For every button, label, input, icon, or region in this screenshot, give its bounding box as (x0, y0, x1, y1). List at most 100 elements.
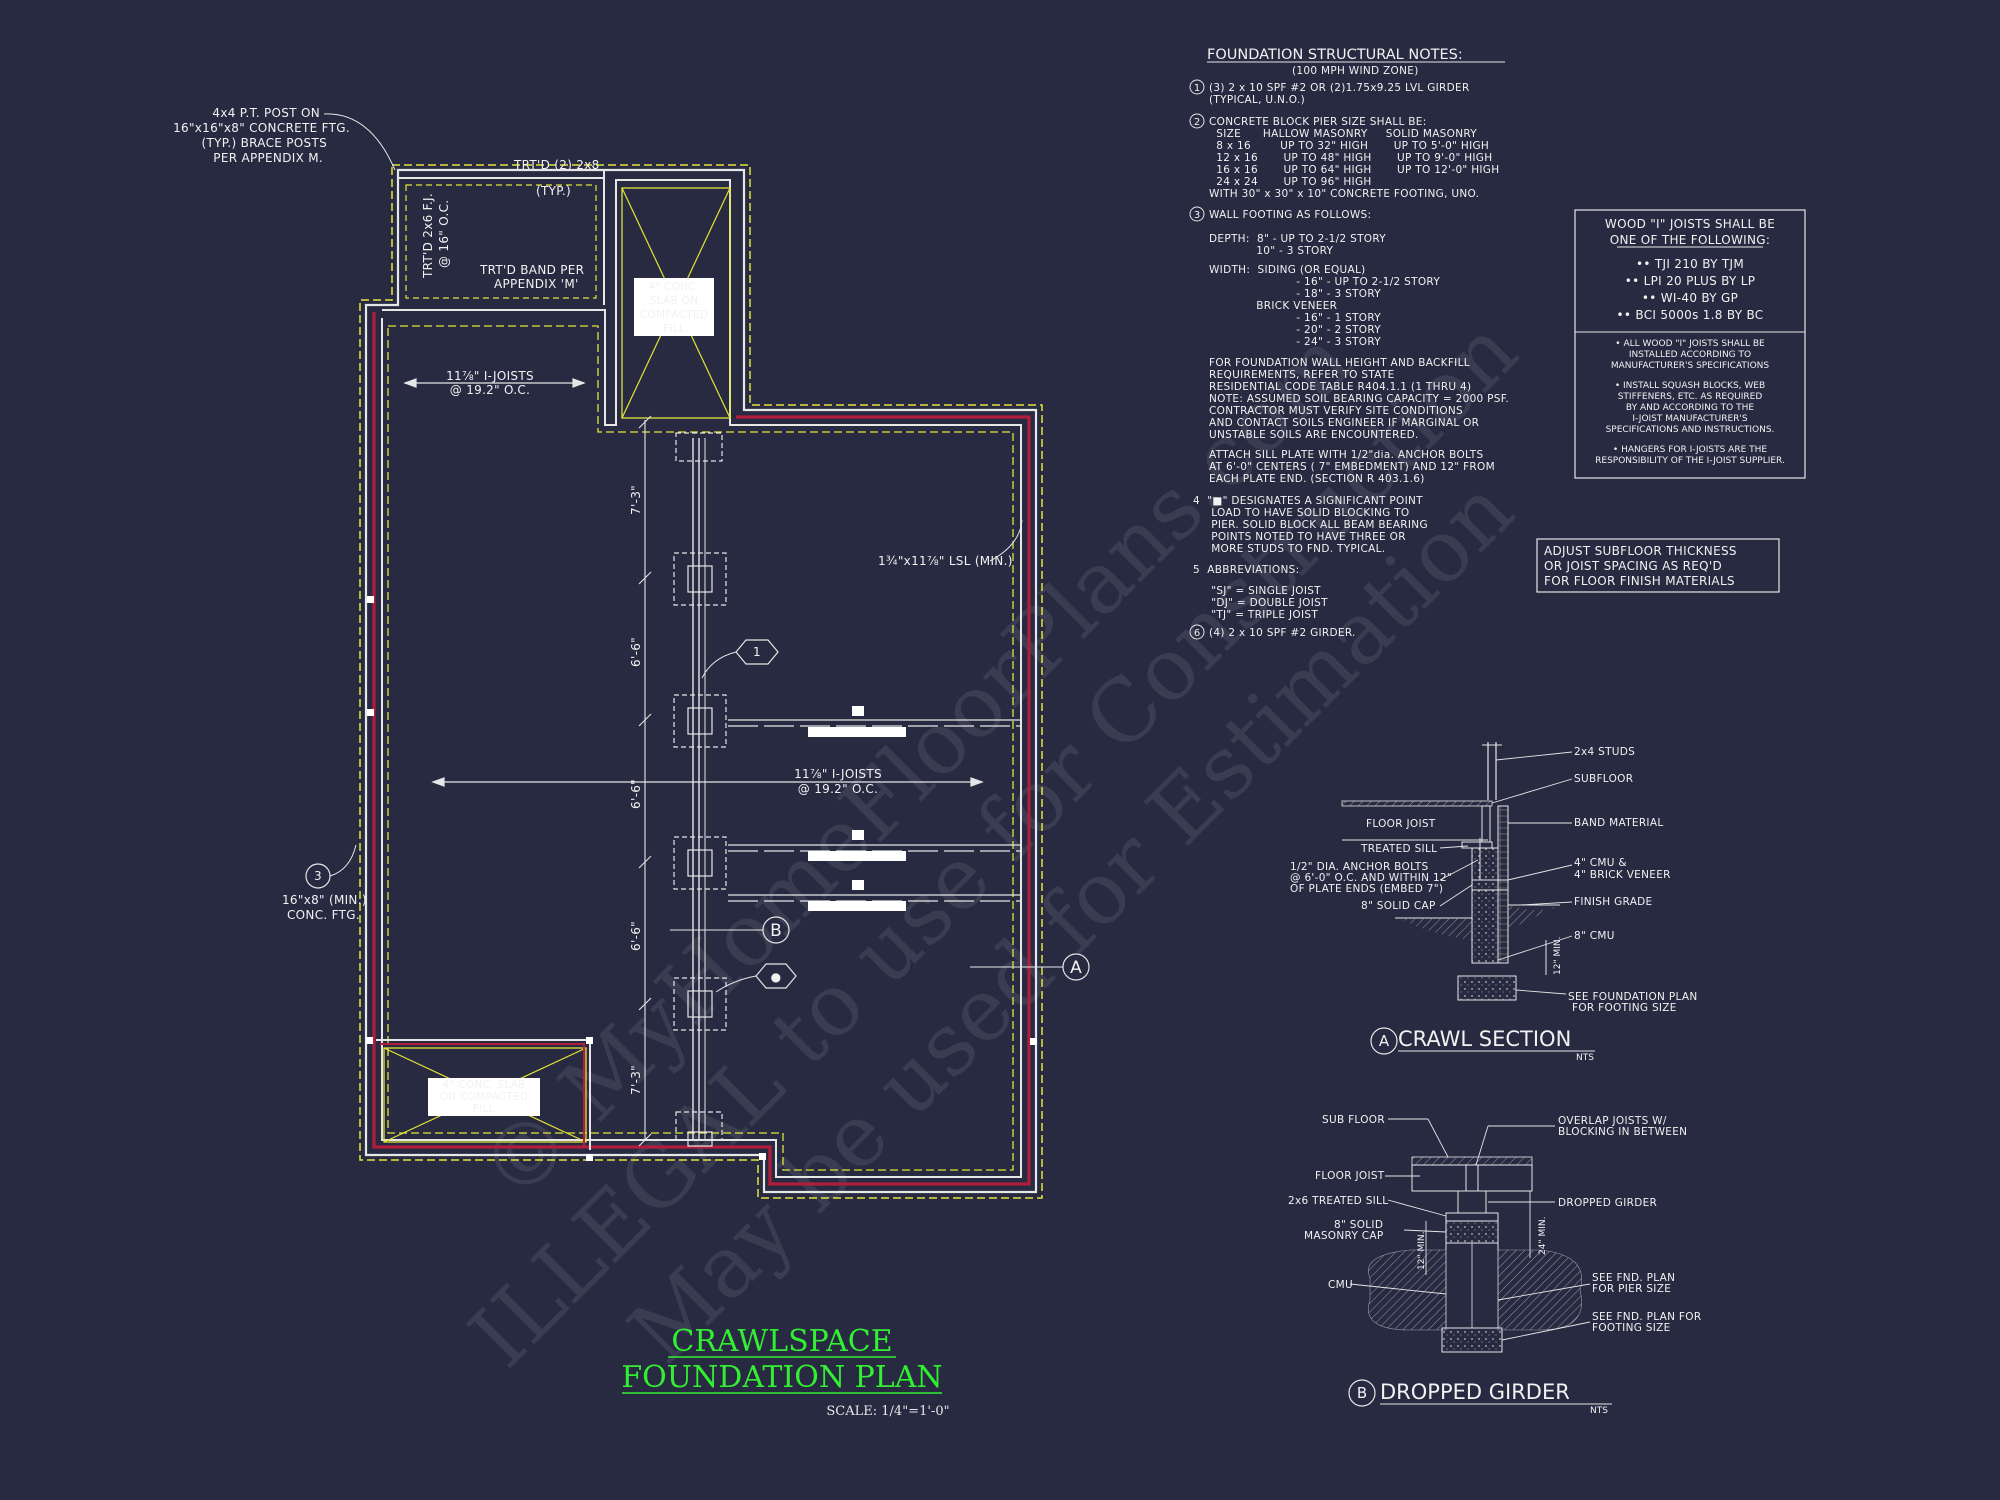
slab-note-lower-3: FILL (473, 1103, 495, 1115)
girder-title: DROPPED GIRDER (1380, 1380, 1570, 1404)
joist-option: •• LPI 20 PLUS BY LP (1625, 274, 1756, 288)
joist-note: INSTALLED ACCORDING TO (1629, 350, 1751, 360)
note-3-line: - 24" - 3 STORY (1209, 336, 1381, 348)
lower-slab-note-box (428, 1078, 540, 1116)
girder-treated-sill: 2x6 TREATED SILL (1288, 1195, 1388, 1207)
trtd-2x6-label: TRT'D 2x6 F.J. (421, 193, 435, 279)
note-3-line: - 16" - 1 STORY (1209, 312, 1381, 324)
note-3-line: 10" - 3 STORY (1209, 245, 1334, 257)
crawl-floor-joist: FLOOR JOIST (1366, 818, 1436, 830)
crawl-cmu8: 8" CMU (1574, 930, 1615, 942)
joist-main-line-2: @ 19.2" O.C. (798, 782, 878, 796)
crawl-see-plan-1: SEE FOUNDATION PLAN (1568, 991, 1698, 1003)
note-3-line: DEPTH: 8" - UP TO 2-1/2 STORY (1209, 233, 1386, 245)
dim-label-1: 7'-3" (629, 485, 643, 515)
note-3-num: 3 (1194, 210, 1200, 221)
lower-slab-room (383, 1047, 587, 1143)
note-3-line: - 18" - 3 STORY (1209, 288, 1381, 300)
lsl-label: 1¾"x11⅞" LSL (MIN.) (878, 554, 1013, 568)
dim-label-4: 6'-6" (629, 921, 643, 951)
porch-outline (397, 170, 605, 305)
tag-a-label: A (1070, 958, 1082, 978)
title-line-2: FOUNDATION PLAN (621, 1360, 942, 1395)
note-3-line: AND CONTACT SOILS ENGINEER IF MARGINAL O… (1209, 417, 1479, 429)
girder-cmu: CMU (1328, 1279, 1353, 1291)
joist-note: • ALL WOOD "I" JOISTS SHALL BE (1615, 339, 1765, 349)
footing-outline-inner (387, 325, 1014, 1171)
porch-footing (405, 184, 597, 299)
note-1-line-1: (3) 2 x 10 SPF #2 OR (2)1.75x9.25 LVL GI… (1209, 82, 1470, 94)
title-line-1: CRAWLSPACE (671, 1324, 892, 1359)
tag-3-label: 3 (314, 869, 322, 883)
note-2-line-4: 12 x 16 UP TO 48" HIGH UP TO 9'-0" HIGH (1209, 152, 1492, 164)
upper-slab-room (621, 187, 731, 419)
note-2-num: 2 (1194, 117, 1200, 128)
subfloor-line-1: ADJUST SUBFLOOR THICKNESS (1544, 544, 1737, 558)
note-3-line: EACH PLATE END. (SECTION R 403.1.6) (1209, 473, 1425, 485)
girder-overlap-2: BLOCKING IN BETWEEN (1558, 1126, 1687, 1138)
wall-inner-line (381, 179, 1022, 1178)
slab-note-upper-2: SLAB ON (650, 295, 699, 307)
note-3-line: UNSTABLE SOILS ARE ENCOUNTERED. (1209, 429, 1419, 441)
note-3-line: WALL FOOTING AS FOLLOWS: (1209, 209, 1371, 221)
dim-label-3: 6'-6" (629, 779, 643, 809)
joist-arrow-upper (403, 378, 586, 388)
note-1-line-2: (TYPICAL, U.N.O.) (1209, 94, 1305, 106)
note-3-line: ATTACH SILL PLATE WITH 1/2"dia. ANCHOR B… (1209, 449, 1483, 461)
crawl-title: CRAWL SECTION (1398, 1027, 1571, 1051)
note-3-line: REQUIREMENTS, REFER TO STATE (1209, 369, 1395, 381)
joist-note: RESPONSIBILITY OF THE I-JOIST SUPPLIER. (1595, 456, 1785, 466)
joist-arrow-main (431, 777, 984, 787)
note-3-line: - 20" - 2 STORY (1209, 324, 1381, 336)
tag-bullet-label: ● (771, 970, 782, 984)
note-3-line: FOR FOUNDATION WALL HEIGHT AND BACKFILL (1209, 357, 1470, 369)
point-loads (366, 596, 1037, 1161)
joist-upper-line-1: 11⅞" I-JOISTS (446, 369, 534, 383)
footing-callout-1: 16"x8" (MIN.) (282, 893, 367, 907)
crawl-solid-cap: 8" SOLID CAP (1361, 900, 1436, 912)
crawl-studs: 2x4 STUDS (1574, 746, 1635, 758)
note-4-line: 4 "■" DESIGNATES A SIGNIFICANT POINT (1193, 495, 1423, 507)
post-callout-3: (TYP.) BRACE POSTS (201, 136, 327, 150)
crawl-min12: 12" MIN. (1553, 937, 1563, 975)
note-3-lines: WALL FOOTING AS FOLLOWS: DEPTH: 8" - UP … (1209, 209, 1509, 485)
vertical-dimension (638, 415, 652, 1147)
note-2-line-7: WITH 30" x 30" x 10" CONCRETE FOOTING, U… (1209, 188, 1479, 200)
girder-min12: 12" MIN. (1417, 1232, 1427, 1270)
scale-label: SCALE: 1/4"=1'-0" (826, 1404, 949, 1419)
wall-outer-line (364, 168, 1038, 1194)
note-5-line: "DJ" = DOUBLE JOIST (1193, 597, 1328, 609)
beam-markers (808, 706, 906, 911)
note-2-line-2: SIZE HALLOW MASONRY SOLID MASONRY (1209, 128, 1477, 140)
crawl-treated-sill: TREATED SILL (1360, 843, 1437, 855)
girder-masonry-cap-1: 8" SOLID (1334, 1219, 1383, 1231)
note-5-line: "TJ" = TRIPLE JOIST (1193, 609, 1318, 621)
girder-tag: B (1357, 1384, 1367, 1402)
note-5-lines: 5 ABBREVIATIONS: "SJ" = SINGLE JOIST "DJ… (1193, 564, 1328, 621)
note-3-line: BRICK VENEER (1209, 300, 1337, 312)
post-callout-4: PER APPENDIX M. (213, 151, 323, 165)
note-3-line: CONTRACTOR MUST VERIFY SITE CONDITIONS (1209, 405, 1463, 417)
crawl-anchor-2: @ 6'-0" O.C. AND WITHIN 12" (1290, 872, 1452, 884)
joist-note: • HANGERS FOR I-JOISTS ARE THE (1613, 445, 1767, 455)
joist-note: SPECIFICATIONS AND INSTRUCTIONS. (1606, 425, 1775, 435)
notes-heading: FOUNDATION STRUCTURAL NOTES: (1207, 47, 1463, 63)
girder-dropped: DROPPED GIRDER (1558, 1197, 1657, 1209)
wall-red-band (372, 312, 1031, 1186)
note-3-line: AT 6'-0" CENTERS ( 7" EMBEDMENT) AND 12"… (1209, 461, 1495, 473)
joist-note: STIFFENERS, ETC. AS REQUIRED (1618, 392, 1763, 402)
dim-label-5: 7'-3" (629, 1065, 643, 1095)
note-2-line-5: 16 x 16 UP TO 64" HIGH UP TO 12'-0" HIGH (1209, 164, 1499, 176)
joist-option: •• TJI 210 BY TJM (1636, 257, 1744, 271)
slab-note-lower-2: ON COMPACTED (440, 1091, 529, 1103)
band-callout-2: APPENDIX 'M' (494, 277, 579, 291)
dim-label-2: 6'-6" (629, 637, 643, 667)
note-2-line-3: 8 x 16 UP TO 32" HIGH UP TO 5'-0" HIGH (1209, 140, 1489, 152)
note-4-line: LOAD TO HAVE SOLID BLOCKING TO (1193, 507, 1410, 519)
slab-note-lower-1: 4" CONC. SLAB (442, 1079, 525, 1091)
joist-option: •• BCI 5000s 1.8 BY BC (1617, 308, 1764, 322)
crawl-anchor-1: 1/2" DIA. ANCHOR BOLTS (1290, 861, 1428, 873)
girder-line (692, 438, 706, 1140)
joist-note: MANUFACTURER'S SPECIFICATIONS (1611, 361, 1770, 371)
note-3-line: WIDTH: SIDING (OR EQUAL) (1209, 264, 1366, 276)
